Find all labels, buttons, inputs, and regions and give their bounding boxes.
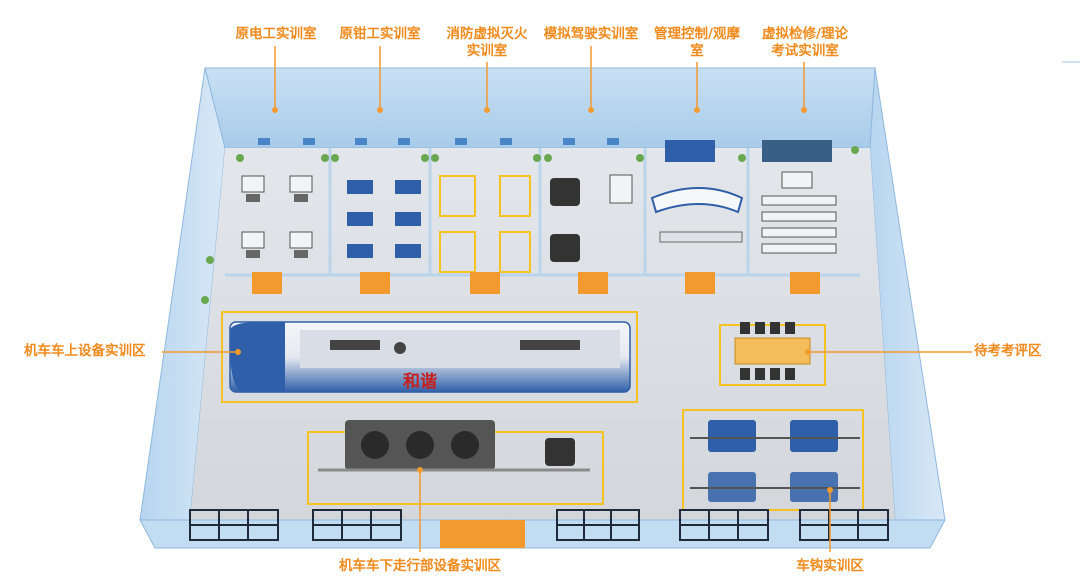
label-fitter-room: 原钳工实训室	[339, 26, 421, 42]
leader-lines	[162, 46, 972, 552]
label-fire-room: 消防虚拟灭火 实训室	[430, 26, 544, 60]
waiting-area	[719, 322, 826, 386]
meeting-table	[734, 337, 811, 365]
train-text: 和谐	[403, 372, 437, 392]
label-control-room: 管理控制/观摩 室	[642, 26, 752, 60]
label-fire-room-line1: 消防虚拟灭火	[446, 26, 528, 42]
back-glass-wall	[204, 67, 876, 149]
driving-simulators	[550, 174, 633, 262]
room-partitions	[225, 148, 860, 277]
label-exam-room-line1: 虚拟检修/理论	[762, 26, 848, 42]
exam-room-desks	[761, 171, 837, 254]
label-exam-room: 虚拟检修/理论 考试实训室	[750, 26, 860, 60]
control-room-desks	[650, 187, 744, 243]
plants	[201, 146, 859, 304]
label-waiting-area: 待考考评区	[974, 343, 1042, 359]
lower-running-gear-area	[307, 420, 604, 505]
coupler-area	[682, 409, 864, 511]
front-windows	[189, 509, 889, 541]
label-upper-area: 机车车上设备实训区	[24, 343, 146, 359]
label-exam-room-line2: 考试实训室	[771, 43, 839, 59]
wall-screens	[258, 138, 832, 162]
train-cab	[229, 322, 285, 392]
label-control-room-line2: 室	[690, 43, 704, 59]
label-coupler-area: 车钩实训区	[796, 558, 864, 574]
label-control-room-line1: 管理控制/观摩	[654, 26, 740, 42]
electrician-room-equipment	[241, 175, 313, 258]
upper-equipment-area: 和谐	[221, 311, 638, 403]
label-electrician-room: 原电工实训室	[235, 26, 317, 42]
label-driving-room: 模拟驾驶实训室	[543, 26, 639, 42]
label-lower-area: 机车车下走行部设备实训区	[339, 558, 501, 574]
fitter-room-benches	[347, 180, 421, 258]
room-doors	[252, 272, 820, 548]
fire-room-stations	[439, 175, 531, 273]
label-fire-room-line2: 实训室	[466, 43, 508, 59]
